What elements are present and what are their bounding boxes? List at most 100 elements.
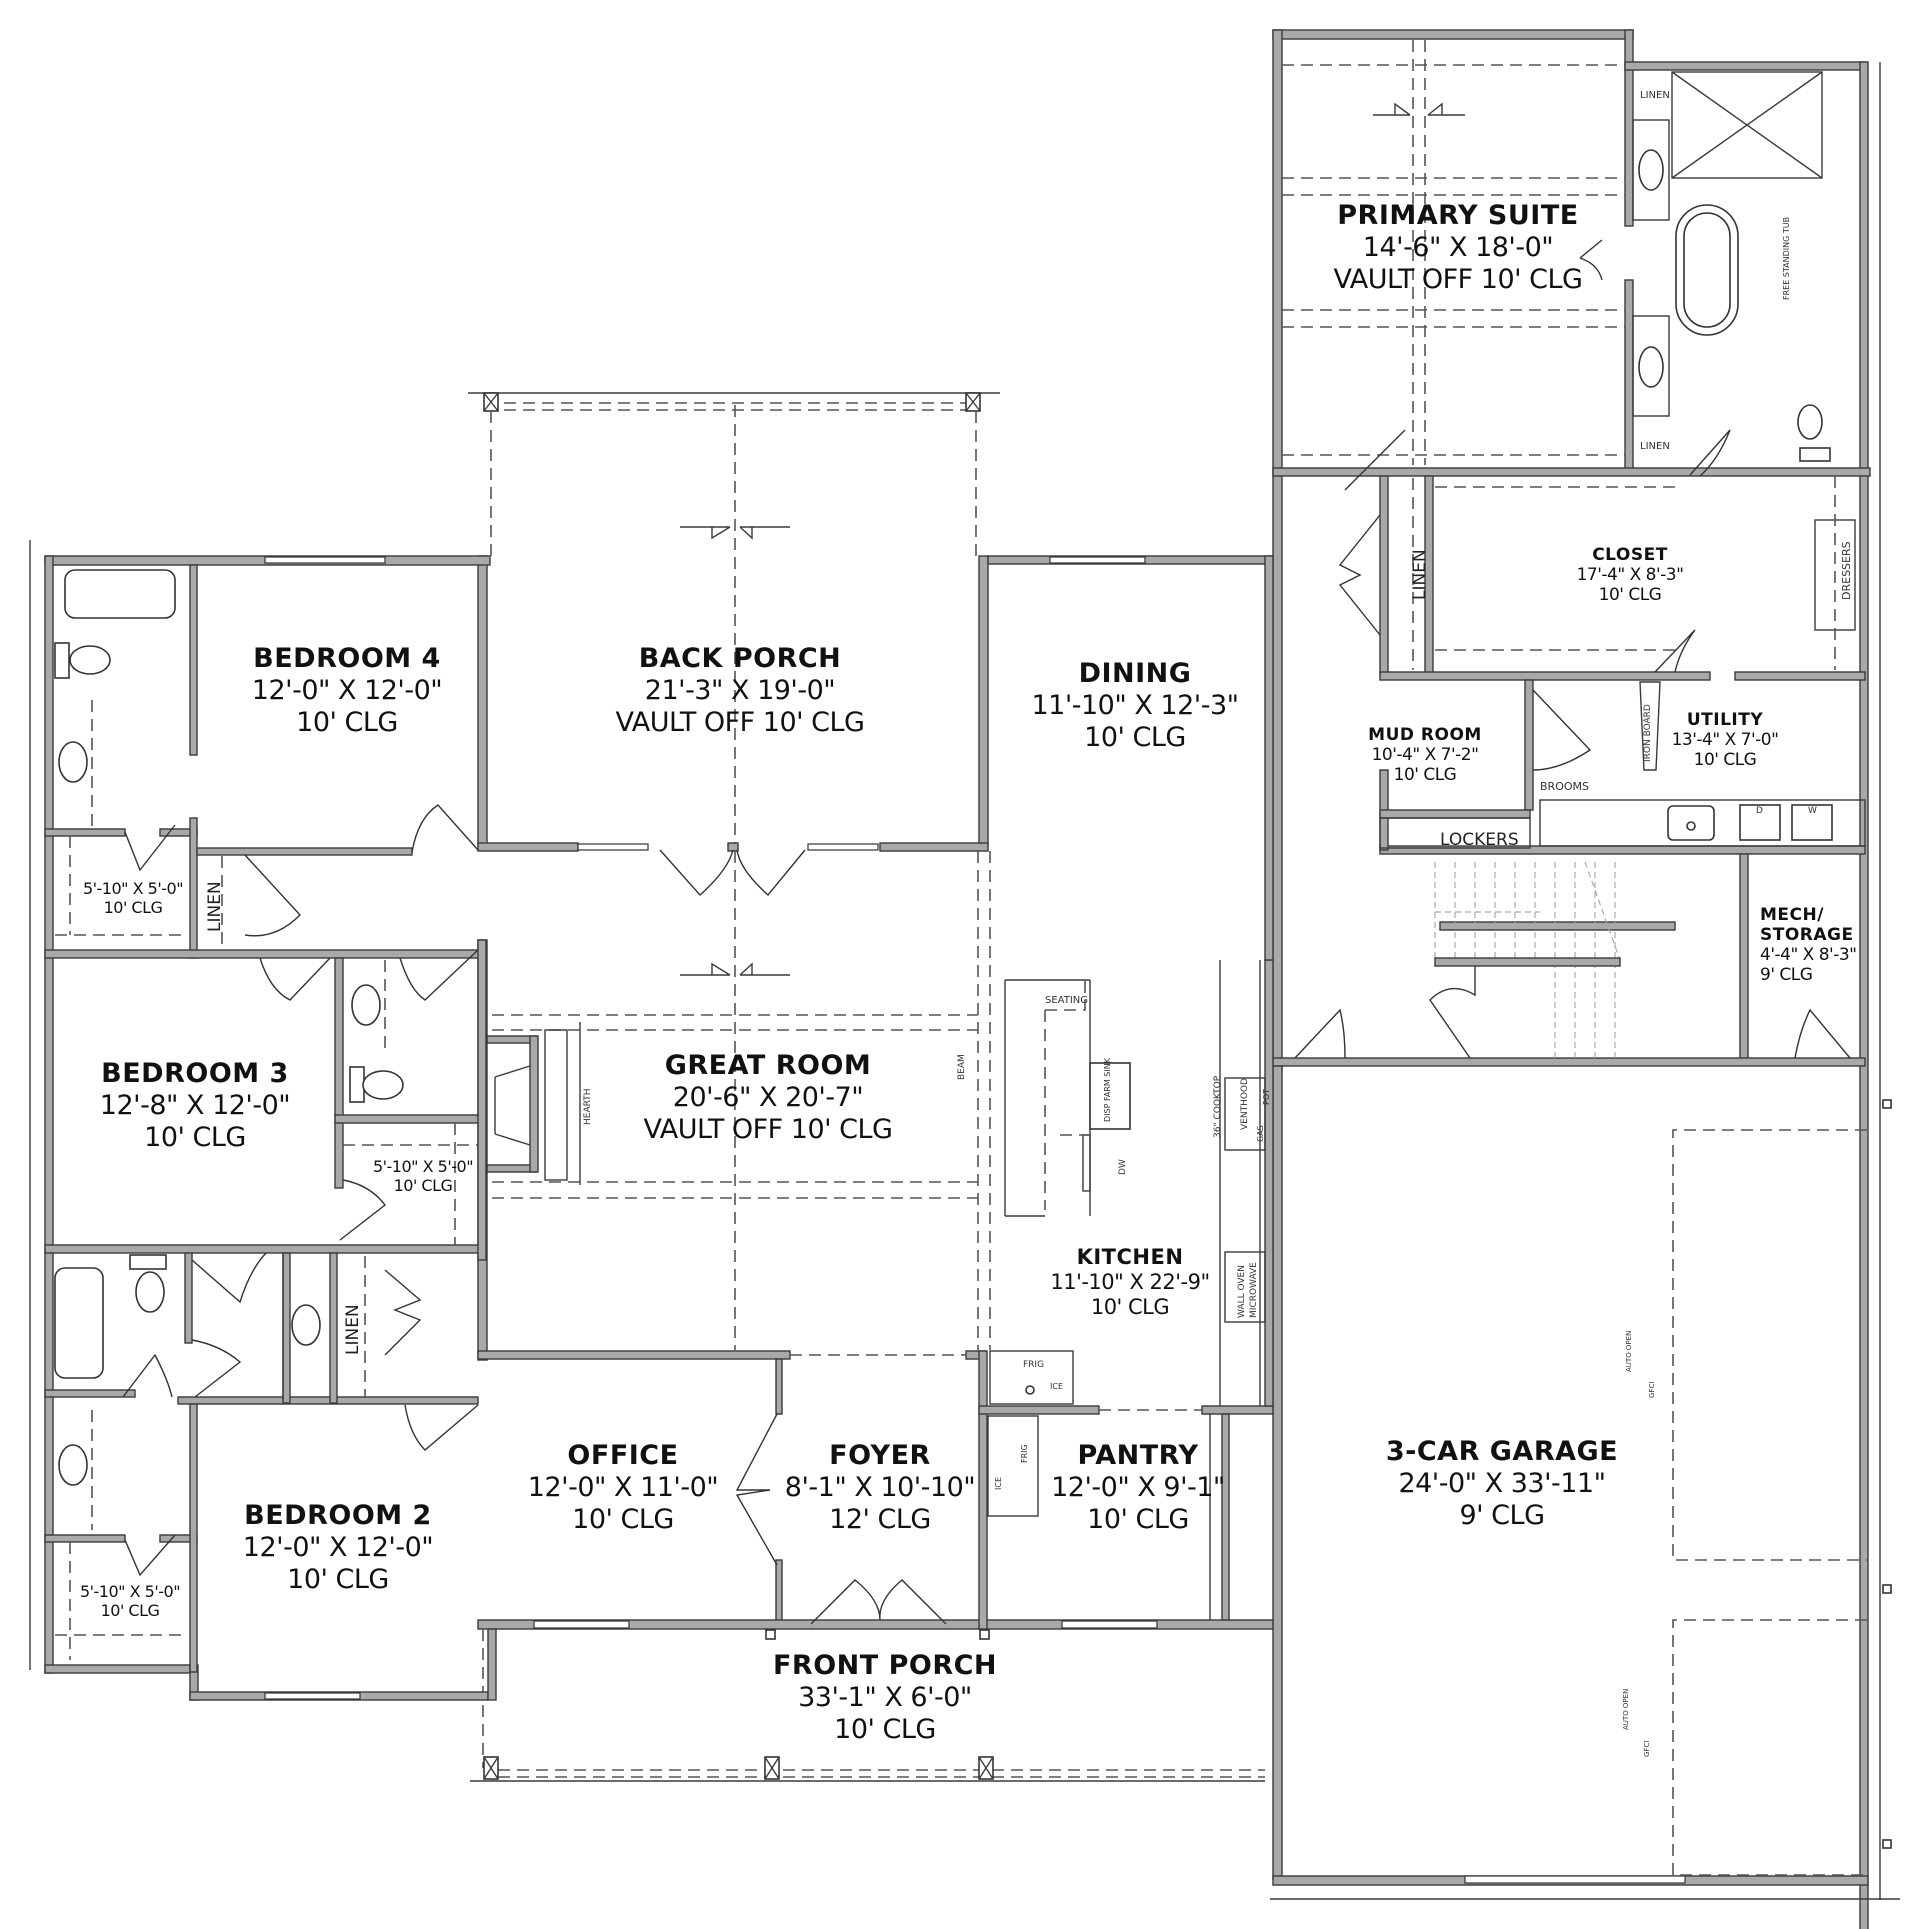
linen-label-top: LINEN <box>1640 90 1670 101</box>
room-name: FOYER <box>829 1440 931 1471</box>
room-dimensions: 12'-0" X 12'-0" <box>251 674 443 706</box>
gas-label: GAS <box>1256 1125 1265 1142</box>
room-ceiling: 10' CLG <box>1693 750 1757 771</box>
room-ceiling: 10' CLG <box>100 1600 160 1620</box>
room-name-line2: STORAGE <box>1760 925 1854 946</box>
room-name: BEDROOM 3 <box>101 1058 289 1089</box>
ice-label-kitchen: ICE <box>1050 1382 1063 1391</box>
room-dimensions: 21'-3" X 19'-0" <box>644 674 836 706</box>
room-name: PANTRY <box>1077 1440 1199 1471</box>
room-name: OFFICE <box>567 1440 679 1471</box>
room-name: BEDROOM 2 <box>244 1500 432 1531</box>
seating-label: SEATING <box>1045 995 1089 1006</box>
room-ceiling: 12' CLG <box>829 1503 931 1535</box>
frig-label-kitchen: FRIG <box>1023 1360 1045 1370</box>
room-dimensions: 4'-4" X 8'-3" <box>1760 945 1857 966</box>
room-bedroom-3: BEDROOM 3 12'-8" X 12'-0" 10' CLG <box>99 1058 291 1154</box>
primary-ceiling-lines <box>1282 40 1625 465</box>
room-dimensions: 12'-8" X 12'-0" <box>99 1089 291 1121</box>
room-dimensions: 11'-10" X 12'-3" <box>1031 689 1239 721</box>
room-name-line1: MECH/ <box>1760 905 1824 925</box>
porch-posts <box>483 1756 994 1780</box>
linen-label-bottom: LINEN <box>1640 441 1670 452</box>
room-pantry: PANTRY 12'-0" X 9'-1" 10' CLG <box>1051 1440 1225 1536</box>
room-ceiling: 10' CLG <box>1393 765 1457 786</box>
room-name: KITCHEN <box>1076 1245 1184 1269</box>
room-dimensions: 20'-6" X 20'-7" <box>672 1081 864 1113</box>
room-dimensions: 12'-0" X 12'-0" <box>242 1531 434 1563</box>
stairs <box>1294 861 1851 1059</box>
room-bath2-shower: 5'-10" X 5'-0" 10' CLG <box>79 1582 181 1621</box>
closet-fixtures <box>1338 476 1856 673</box>
dryer-label: D <box>1756 806 1763 816</box>
microwave-label: MICROWAVE <box>1249 1262 1259 1318</box>
room-dimensions: 24'-0" X 33'-11" <box>1398 1467 1606 1499</box>
room-name: PRIMARY SUITE <box>1337 200 1579 231</box>
auto-open-label-2: AUTO OPEN <box>1622 1688 1630 1730</box>
room-bath3-shower: 5'-10" X 5'-0" 10' CLG <box>372 1157 474 1196</box>
gfci-label-2: GFCI <box>1643 1740 1651 1757</box>
room-dimensions: 12'-0" X 11'-0" <box>527 1471 719 1503</box>
room-name: BACK PORCH <box>638 643 842 674</box>
room-front-porch: FRONT PORCH 33'-1" X 6'-0" 10' CLG <box>773 1650 997 1746</box>
room-ceiling: 10' CLG <box>1598 585 1662 606</box>
room-name: DINING <box>1078 658 1192 689</box>
beam-label: BEAM <box>957 1054 967 1080</box>
room-ceiling: 9' CLG <box>1459 1499 1545 1531</box>
room-dimensions: 5'-10" X 5'-0" <box>372 1157 474 1176</box>
room-foyer: FOYER 8'-1" X 10'-10" 12' CLG <box>785 1440 976 1536</box>
room-bedroom-2: BEDROOM 2 12'-0" X 12'-0" 10' CLG <box>242 1500 434 1596</box>
hearth-label: HEARTH <box>583 1088 593 1125</box>
room-ceiling: VAULT OFF 10' CLG <box>643 1113 893 1145</box>
room-utility: UTILITY 13'-4" X 7'-0" 10' CLG <box>1672 710 1779 770</box>
room-bedroom-4: BEDROOM 4 12'-0" X 12'-0" 10' CLG <box>251 643 443 739</box>
west-wing-walls <box>29 540 497 1701</box>
room-ceiling: 9' CLG <box>1760 965 1813 986</box>
room-name: 3-CAR GARAGE <box>1385 1436 1619 1467</box>
room-ceiling: 10' CLG <box>1084 721 1186 753</box>
mud-utility-fixtures <box>1379 681 1866 849</box>
dishwasher-label: DW <box>1118 1159 1128 1175</box>
primary-bath-fixtures <box>1344 71 1831 491</box>
linen-label-bed2: LINEN <box>343 1304 363 1355</box>
frig-label-pantry: FRIG <box>1020 1444 1029 1463</box>
room-dining: DINING 11'-10" X 12'-3" 10' CLG <box>1031 658 1239 754</box>
room-name: GREAT ROOM <box>664 1050 872 1081</box>
room-back-porch: BACK PORCH 21'-3" X 19'-0" VAULT OFF 10'… <box>616 643 865 739</box>
gfci-label-1: GFCI <box>1648 1381 1656 1398</box>
room-ceiling: 10' CLG <box>834 1713 936 1745</box>
room-closet: CLOSET 17'-4" X 8'-3" 10' CLG <box>1577 545 1684 605</box>
room-great-room: GREAT ROOM 20'-6" X 20'-7" VAULT OFF 10'… <box>644 1050 893 1146</box>
room-dimensions: 33'-1" X 6'-0" <box>798 1681 972 1713</box>
room-ceiling: 10' CLG <box>144 1121 246 1153</box>
room-ceiling: 10' CLG <box>103 897 163 917</box>
washer-label: W <box>1808 806 1817 816</box>
room-ceiling: 10' CLG <box>287 1563 389 1595</box>
room-dimensions: 11'-10" X 22'-9" <box>1050 1269 1210 1294</box>
room-dimensions: 5'-10" X 5'-0" <box>82 879 184 898</box>
room-name: BEDROOM 4 <box>253 643 441 674</box>
garage-walls <box>1270 62 1900 1900</box>
primary-wing-walls <box>1272 29 1871 1929</box>
room-dimensions: 5'-10" X 5'-0" <box>79 1582 181 1601</box>
cooktop-label: 36" COOKTOP <box>1213 1075 1223 1138</box>
center-walls <box>468 392 1274 1782</box>
room-dimensions: 14'-6" X 18'-0" <box>1362 231 1554 263</box>
room-name: UTILITY <box>1686 710 1764 730</box>
linen-closet-label: LINEN <box>1410 549 1430 600</box>
iron-board-label: IRON BOARD <box>1643 704 1653 762</box>
room-primary-suite: PRIMARY SUITE 14'-6" X 18'-0" VAULT OFF … <box>1334 200 1583 296</box>
room-ceiling: VAULT OFF 10' CLG <box>1333 263 1583 295</box>
room-name: CLOSET <box>1592 545 1668 565</box>
room-dimensions: 17'-4" X 8'-3" <box>1576 565 1684 586</box>
room-dimensions: 13'-4" X 7'-0" <box>1671 730 1779 751</box>
room-name: MUD ROOM <box>1368 725 1482 745</box>
room-kitchen: KITCHEN 11'-10" X 22'-9" 10' CLG <box>1050 1245 1210 1319</box>
room-dimensions: 10'-4" X 7'-2" <box>1371 745 1479 766</box>
farm-sink-label: DISP FARM SINK <box>1103 1058 1112 1122</box>
room-ceiling: 10' CLG <box>296 706 398 738</box>
free-standing-tub-label: FREE STANDING TUB <box>1782 216 1791 300</box>
linen-label-bed4: LINEN <box>205 881 225 932</box>
pot-filler-label: POT <box>1262 1088 1271 1105</box>
